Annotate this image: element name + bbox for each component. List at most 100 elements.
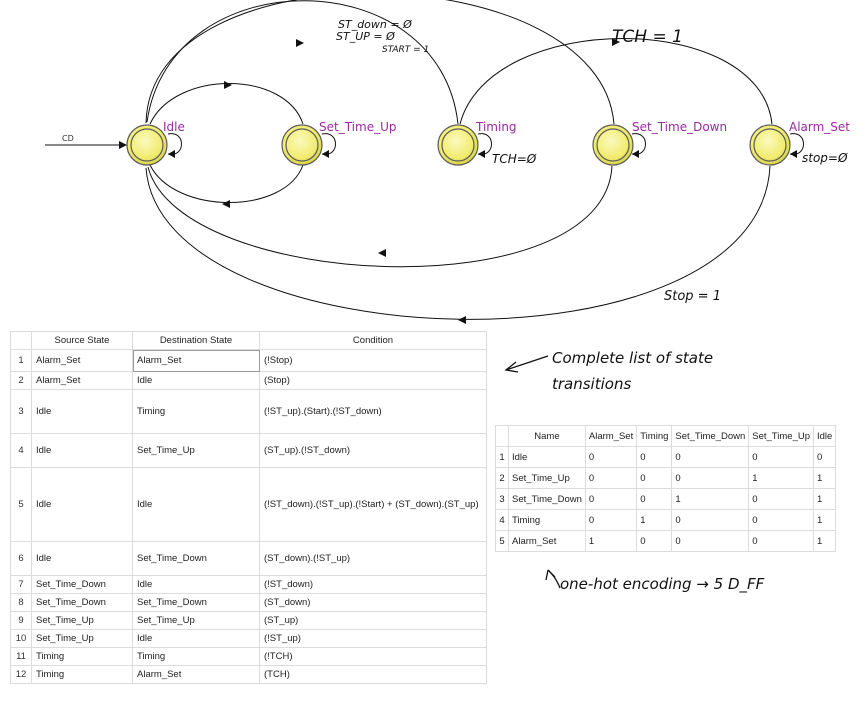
encoding-bit-cell[interactable]: 1 — [584, 530, 638, 552]
destination-state-cell[interactable]: Idle — [132, 575, 260, 594]
condition-cell[interactable]: (!TCH) — [259, 647, 487, 666]
row-number[interactable]: 4 — [10, 433, 32, 468]
encoding-bit-cell[interactable]: 0 — [748, 530, 814, 552]
source-state-cell[interactable]: Set_Time_Down — [31, 593, 133, 612]
condition-cell[interactable]: (!ST_down) — [259, 575, 487, 594]
destination-state-cell[interactable]: Set_Time_Down — [132, 541, 260, 576]
row-number[interactable]: 9 — [10, 611, 32, 630]
state-name-cell[interactable]: Set_Time_Down — [508, 488, 586, 510]
encoding-bit-cell[interactable]: 1 — [812, 467, 837, 489]
destination-state-cell[interactable]: Alarm_Set — [132, 349, 260, 372]
encoding-bit-cell[interactable]: 1 — [812, 530, 837, 552]
source-state-cell[interactable]: Set_Time_Up — [31, 629, 133, 648]
encoding-bit-cell[interactable]: 0 — [812, 446, 837, 468]
source-state-cell[interactable]: Set_Time_Down — [31, 575, 133, 594]
row-number[interactable]: 2 — [10, 371, 32, 390]
row-number[interactable]: 1 — [10, 349, 32, 372]
condition-cell[interactable]: (!ST_up) — [259, 629, 487, 648]
destination-state-cell[interactable]: Set_Time_Up — [132, 433, 260, 468]
encoding-bit-cell[interactable]: 1 — [812, 509, 837, 531]
destination-state-cell[interactable]: Set_Time_Down — [132, 593, 260, 612]
source-state-cell[interactable]: Idle — [31, 389, 133, 434]
row-number[interactable]: 11 — [10, 647, 32, 666]
condition-cell[interactable]: (ST_up).(!ST_down) — [259, 433, 487, 468]
state-name-cell[interactable]: Timing — [508, 509, 586, 531]
destination-state-cell[interactable]: Idle — [132, 371, 260, 390]
destination-state-cell[interactable]: Idle — [132, 629, 260, 648]
row-number[interactable]: 1 — [495, 446, 509, 468]
source-state-cell[interactable]: Idle — [31, 467, 133, 542]
condition-cell[interactable]: (!ST_up).(Start).(!ST_down) — [259, 389, 487, 434]
condition-cell[interactable]: (Stop) — [259, 371, 487, 390]
source-state-cell[interactable]: Alarm_Set — [31, 371, 133, 390]
encoding-bit-cell[interactable]: 0 — [671, 446, 750, 468]
row-number[interactable]: 6 — [10, 541, 32, 576]
source-state-cell[interactable]: Timing — [31, 647, 133, 666]
destination-state-cell[interactable]: Timing — [132, 647, 260, 666]
row-number[interactable]: 8 — [10, 593, 32, 612]
encoding-bit-cell[interactable]: 0 — [636, 488, 673, 510]
condition-cell[interactable]: (ST_down) — [259, 593, 487, 612]
condition-cell[interactable]: (!Stop) — [259, 349, 487, 372]
row-number[interactable]: 3 — [495, 488, 509, 510]
row-number[interactable]: 10 — [10, 629, 32, 648]
destination-state-cell[interactable]: Alarm_Set — [132, 665, 260, 684]
row-number[interactable]: 4 — [495, 509, 509, 531]
encoding-bit-cell[interactable]: 0 — [748, 488, 814, 510]
source-state-cell[interactable]: Set_Time_Up — [31, 611, 133, 630]
destination-state-cell[interactable]: Timing — [132, 389, 260, 434]
state-name-cell[interactable]: Set_Time_Up — [508, 467, 586, 489]
destination-state-cell[interactable]: Idle — [132, 467, 260, 542]
state-name-cell[interactable]: Idle — [508, 446, 586, 468]
source-state-cell[interactable]: Idle — [31, 433, 133, 468]
condition-cell[interactable]: (ST_down).(!ST_up) — [259, 541, 487, 576]
condition-cell[interactable]: (!ST_down).(!ST_up).(!Start) + (ST_down)… — [259, 467, 487, 542]
condition-cell[interactable]: (TCH) — [259, 665, 487, 684]
encoding-bit-cell[interactable]: 0 — [636, 530, 673, 552]
row-number[interactable]: 5 — [495, 530, 509, 552]
source-state-cell[interactable]: Idle — [31, 541, 133, 576]
state-name-cell[interactable]: Alarm_Set — [508, 530, 586, 552]
encoding-bit-cell[interactable]: 1 — [812, 488, 837, 510]
encoding-bit-cell[interactable]: 0 — [671, 467, 750, 489]
encoding-bit-cell[interactable]: 1 — [748, 467, 814, 489]
encoding-bit-cell[interactable]: 0 — [584, 467, 638, 489]
encoding-bit-cell[interactable]: 1 — [636, 509, 673, 531]
encoding-bit-cell[interactable]: 0 — [584, 488, 638, 510]
row-number[interactable]: 5 — [10, 467, 32, 542]
condition-cell[interactable]: (ST_up) — [259, 611, 487, 630]
destination-state-cell[interactable]: Set_Time_Up — [132, 611, 260, 630]
encoding-bit-cell[interactable]: 0 — [584, 509, 638, 531]
row-number[interactable]: 12 — [10, 665, 32, 684]
encoding-bit-cell[interactable]: 0 — [671, 530, 750, 552]
encoding-bit-cell[interactable]: 0 — [748, 446, 814, 468]
encoding-bit-cell[interactable]: 0 — [748, 509, 814, 531]
encoding-bit-cell[interactable]: 0 — [636, 446, 673, 468]
row-number[interactable]: 3 — [10, 389, 32, 434]
row-number[interactable]: 7 — [10, 575, 32, 594]
source-state-cell[interactable]: Alarm_Set — [31, 349, 133, 372]
encoding-bit-cell[interactable]: 0 — [584, 446, 638, 468]
encoding-bit-cell[interactable]: 0 — [636, 467, 673, 489]
source-state-cell[interactable]: Timing — [31, 665, 133, 684]
row-number[interactable]: 2 — [495, 467, 509, 489]
encoding-bit-cell[interactable]: 1 — [671, 488, 750, 510]
encoding-bit-cell[interactable]: 0 — [671, 509, 750, 531]
